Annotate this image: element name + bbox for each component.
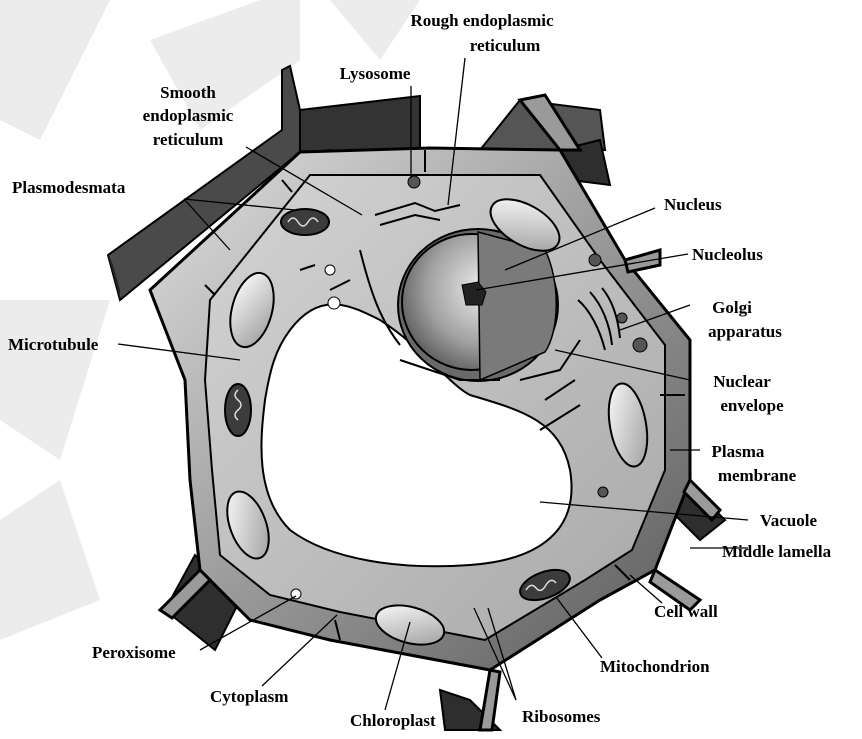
label-golgi-line1: Golgi xyxy=(712,298,752,317)
label-mitochondrion: Mitochondrion xyxy=(600,657,710,676)
label-plasma-membrane-line2: membrane xyxy=(718,466,797,485)
label-plasma-membrane-line1: Plasma xyxy=(712,442,765,461)
label-smooth-er-line3: reticulum xyxy=(153,130,224,149)
label-microtubule: Microtubule xyxy=(8,335,99,354)
label-nuclear-envelope-line2: envelope xyxy=(720,396,784,415)
label-nucleolus: Nucleolus xyxy=(692,245,763,264)
label-smooth-er-line1: Smooth xyxy=(160,83,216,102)
label-plasmodesmata: Plasmodesmata xyxy=(12,178,126,197)
label-rough-er-line2: reticulum xyxy=(470,36,541,55)
label-middle-lamella: Middle lamella xyxy=(722,542,832,561)
label-smooth-er-line2: endoplasmic xyxy=(143,106,234,125)
label-golgi-line2: apparatus xyxy=(708,322,782,341)
label-cytoplasm: Cytoplasm xyxy=(210,687,288,706)
label-nuclear-envelope-line1: Nuclear xyxy=(713,372,771,391)
label-chloroplast: Chloroplast xyxy=(350,711,436,730)
label-nucleus: Nucleus xyxy=(664,195,722,214)
label-ribosomes: Ribosomes xyxy=(522,707,601,726)
nucleus-body xyxy=(398,229,558,381)
label-peroxisome: Peroxisome xyxy=(92,643,176,662)
label-vacuole: Vacuole xyxy=(760,511,817,530)
label-rough-er-line1: Rough endoplasmic xyxy=(410,11,554,30)
label-cell-wall: Cell wall xyxy=(654,602,718,621)
label-lysosome: Lysosome xyxy=(340,64,411,83)
